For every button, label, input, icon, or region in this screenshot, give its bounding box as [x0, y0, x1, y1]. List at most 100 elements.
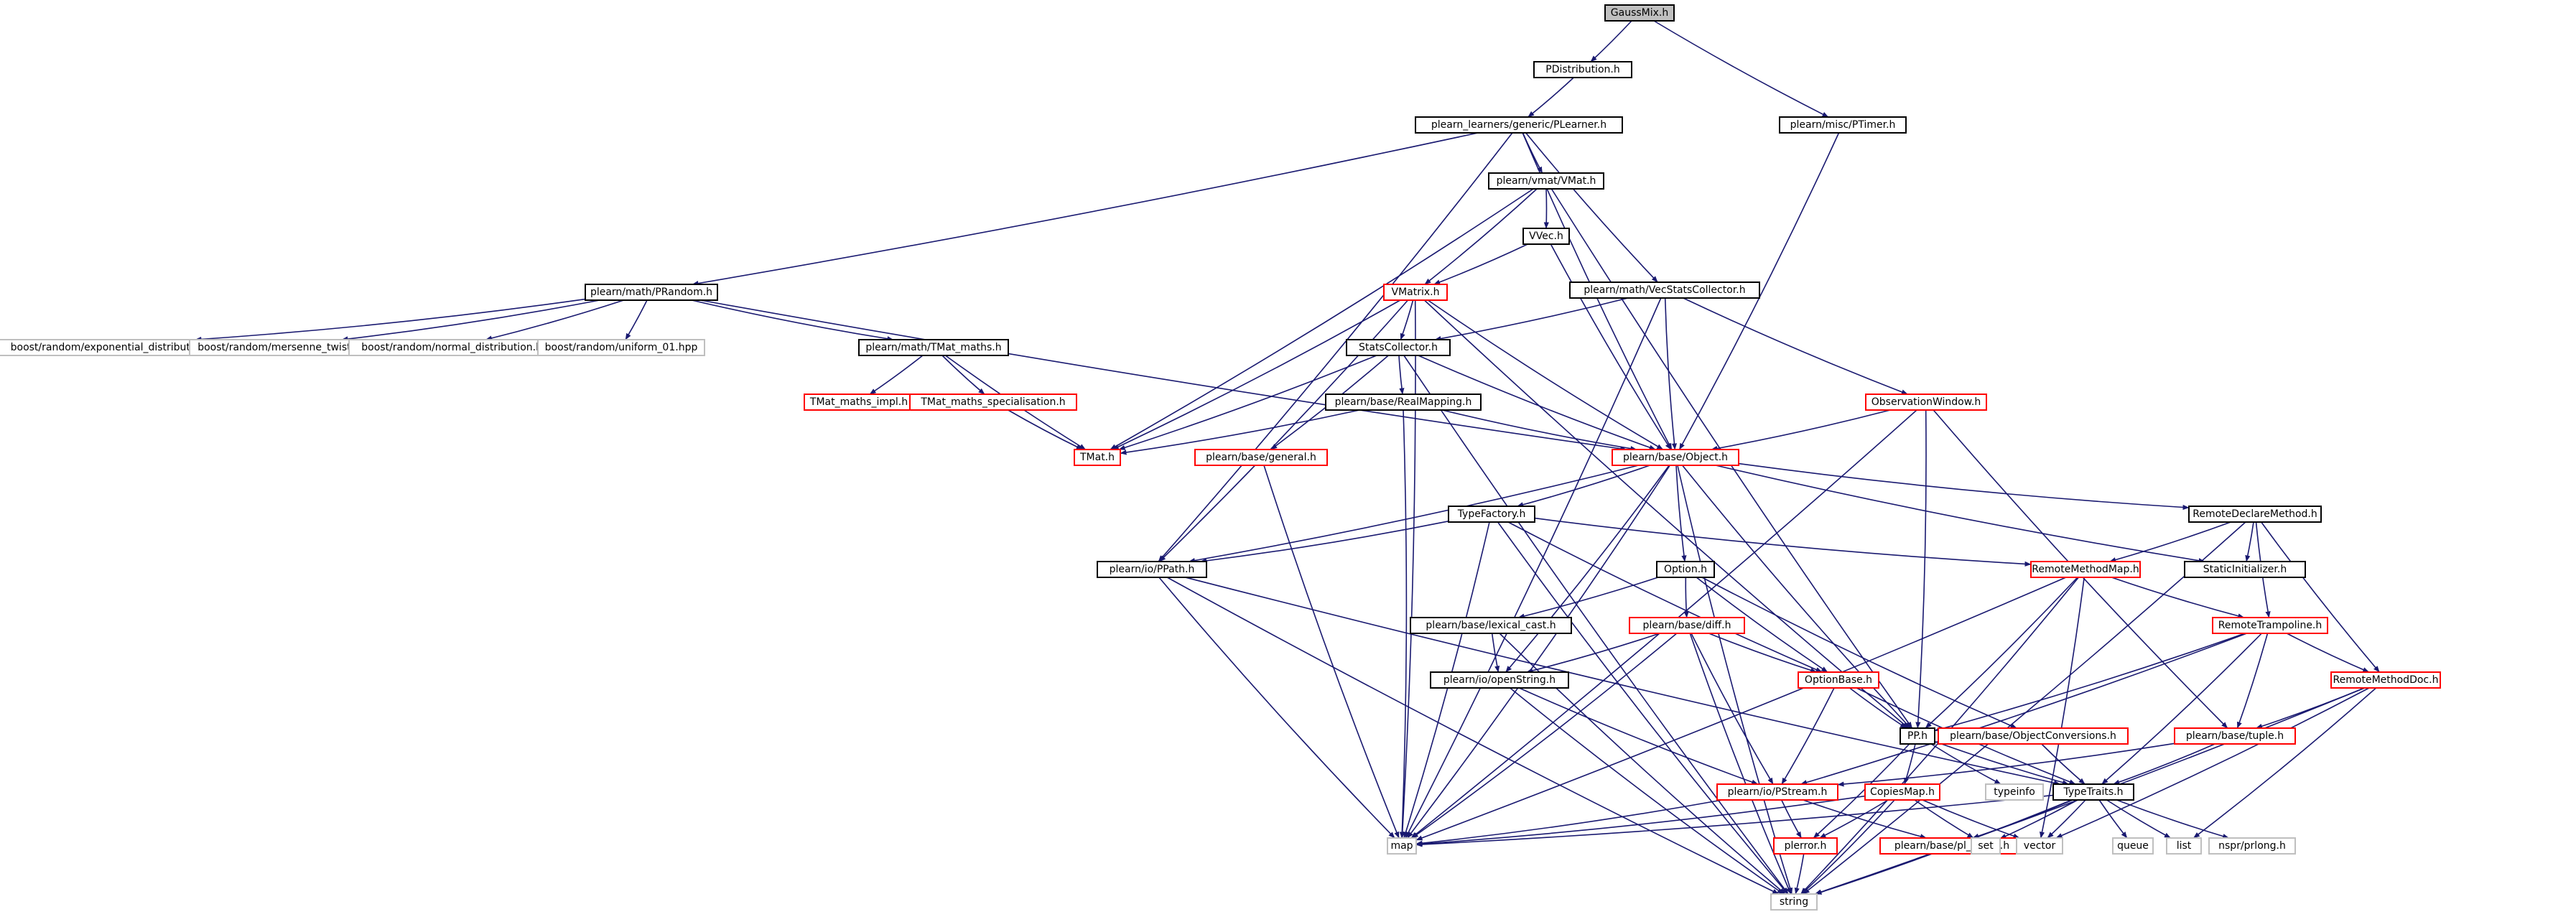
node-staticinitializer[interactable]: StaticInitializer.h: [2184, 561, 2306, 578]
node-openstring[interactable]: plearn/io/openString.h: [1430, 671, 1569, 689]
node-lexicalcast[interactable]: plearn/base/lexical_cast.h: [1410, 617, 1572, 634]
node-diff[interactable]: plearn/base/diff.h: [1629, 617, 1745, 634]
node-tuple[interactable]: plearn/base/tuple.h: [2174, 727, 2296, 745]
node-box-remotedeclaremethod: [2188, 506, 2322, 523]
edge-plerror-to-string: [1794, 853, 1805, 895]
node-optionbase[interactable]: OptionBase.h: [1798, 671, 1879, 689]
node-vector[interactable]: vector: [2016, 837, 2063, 855]
node-tmat[interactable]: TMat.h: [1074, 449, 1121, 466]
node-plerror[interactable]: plerror.h: [1773, 837, 1838, 855]
node-vecstatscollector[interactable]: plearn/math/VecStatsCollector.h: [1569, 281, 1760, 299]
edge-ppath-to-map: [1158, 577, 1395, 839]
edge-option-to-diff: [1683, 577, 1689, 618]
edge-openstring-to-pstream: [1518, 687, 1759, 785]
node-remotetrampoline[interactable]: RemoteTrampoline.h: [2212, 617, 2328, 634]
node-boost_mt[interactable]: boost/random/mersenne_twister.hpp: [189, 339, 391, 356]
edge-optionbase-to-pp: [1849, 687, 1907, 729]
node-box-prandom: [585, 284, 718, 301]
edge-objectconversions-to-typetraits: [2041, 743, 2086, 785]
node-box-plerror: [1773, 837, 1838, 855]
node-list[interactable]: list: [2166, 837, 2202, 855]
node-label-list: list: [2177, 840, 2192, 852]
node-label-string: string: [1780, 896, 1808, 908]
node-vvec[interactable]: VVec.h: [1522, 228, 1570, 245]
edge-pp-to-plerror: [1813, 743, 1910, 839]
edge-prandom-to-boost_mt: [341, 299, 600, 342]
node-box-object: [1612, 449, 1739, 466]
node-object[interactable]: plearn/base/Object.h: [1612, 449, 1739, 466]
node-label-option: Option.h: [1664, 564, 1707, 575]
node-boost_exp[interactable]: boost/random/exponential_distribution.hp…: [0, 339, 243, 356]
node-ptimer[interactable]: plearn/misc/PTimer.h: [1779, 116, 1907, 134]
edge-typefactory-to-remotemethodmap: [1534, 517, 2032, 567]
node-box-ptimer: [1779, 116, 1907, 134]
node-map[interactable]: map: [1387, 837, 1417, 855]
node-typeinfo[interactable]: typeinfo: [1985, 783, 2044, 801]
node-label-tuple: plearn/base/tuple.h: [2186, 730, 2284, 742]
node-statscollector[interactable]: StatsCollector.h: [1346, 339, 1451, 356]
node-set[interactable]: set: [1971, 837, 2001, 855]
node-box-pdistribution: [1533, 61, 1632, 78]
edge-pp-to-typetraits: [1934, 740, 2069, 786]
node-box-gaussmix: [1604, 4, 1675, 22]
node-ppath[interactable]: plearn/io/PPath.h: [1097, 561, 1207, 578]
node-box-string: [1770, 893, 1818, 911]
edge-plearner-to-vecstatscollector: [1525, 132, 1658, 283]
node-boost_uniform[interactable]: boost/random/uniform_01.hpp: [537, 339, 705, 356]
edge-typetraits-to-nsprlong: [2116, 799, 2230, 839]
node-tmatmathsspec[interactable]: TMat_maths_specialisation.h: [909, 394, 1077, 411]
node-typetraits[interactable]: TypeTraits.h: [2052, 783, 2134, 801]
edge-diff-to-map: [1411, 633, 1678, 839]
edge-pstream-to-map: [1415, 799, 1723, 846]
node-vmat[interactable]: plearn/vmat/VMat.h: [1488, 172, 1604, 190]
node-box-list: [2166, 837, 2202, 855]
node-typefactory[interactable]: TypeFactory.h: [1448, 506, 1535, 523]
node-observationwindow[interactable]: ObservationWindow.h: [1865, 394, 1987, 411]
node-pl_stdint[interactable]: plearn/base/pl_stdint.h: [1879, 837, 2024, 855]
node-label-boost_uniform: boost/random/uniform_01.hpp: [545, 342, 698, 353]
node-string[interactable]: string: [1770, 893, 1818, 911]
node-pstream[interactable]: plearn/io/PStream.h: [1716, 783, 1838, 801]
node-label-tmatmathsimpl: TMat_maths_impl.h: [809, 396, 908, 408]
edge-remotemethoddoc-to-vector: [2055, 687, 2370, 839]
node-gaussmix[interactable]: GaussMix.h: [1604, 4, 1675, 22]
node-option[interactable]: Option.h: [1656, 561, 1715, 578]
node-plearner[interactable]: plearn_learners/generic/PLearner.h: [1415, 116, 1623, 134]
node-box-nsprlong: [2208, 837, 2296, 855]
node-label-remotemethodmap: RemoteMethodMap.h: [2032, 564, 2139, 575]
node-prandom[interactable]: plearn/math/PRandom.h: [585, 284, 718, 301]
node-tmatmaths[interactable]: plearn/math/TMat_maths.h: [858, 339, 1009, 356]
node-pdistribution[interactable]: PDistribution.h: [1533, 61, 1632, 78]
edge-general-to-map: [1263, 465, 1400, 839]
edge-remotetrampoline-to-remotemethoddoc: [2286, 633, 2370, 673]
node-label-tmat: TMat.h: [1079, 452, 1115, 463]
node-label-pp: PP.h: [1907, 730, 1928, 742]
node-boost_normal[interactable]: boost/random/normal_distribution.hpp: [348, 339, 568, 356]
node-remotemethodmap[interactable]: RemoteMethodMap.h: [2030, 561, 2141, 578]
node-queue[interactable]: queue: [2112, 837, 2154, 855]
node-nsprlong[interactable]: nspr/prlong.h: [2208, 837, 2296, 855]
edge-tmatmaths-to-tmatmathsimpl: [869, 355, 924, 395]
node-remotemethoddoc[interactable]: RemoteMethodDoc.h: [2330, 671, 2441, 689]
edge-statscollector-to-string: [1403, 355, 1789, 895]
edge-vmatrix-to-object: [1427, 299, 1664, 450]
node-copiesmap[interactable]: CopiesMap.h: [1864, 783, 1940, 801]
edge-copiesmap-to-map: [1415, 795, 1866, 847]
node-box-diff: [1629, 617, 1745, 634]
node-pp[interactable]: PP.h: [1900, 727, 1935, 745]
node-objectconversions[interactable]: plearn/base/ObjectConversions.h: [1938, 727, 2129, 745]
node-remotedeclaremethod[interactable]: RemoteDeclareMethod.h: [2188, 506, 2322, 523]
node-vmatrix[interactable]: VMatrix.h: [1383, 284, 1448, 301]
edge-prandom-to-object: [700, 299, 1627, 452]
node-box-tmat: [1074, 449, 1121, 466]
edge-openstring-to-string: [1510, 687, 1784, 895]
edge-object-to-option: [1675, 465, 1687, 562]
node-box-general: [1194, 449, 1328, 466]
edge-statscollector-to-tmat: [1118, 355, 1377, 450]
node-label-tmatmathsspec: TMat_maths_specialisation.h: [920, 396, 1065, 408]
edge-ptimer-to-object: [1678, 132, 1840, 450]
node-label-objectconversions: plearn/base/ObjectConversions.h: [1950, 730, 2116, 742]
node-realmapping[interactable]: plearn/base/RealMapping.h: [1325, 394, 1482, 411]
node-general[interactable]: plearn/base/general.h: [1194, 449, 1328, 466]
node-tmatmathsimpl[interactable]: TMat_maths_impl.h: [804, 394, 914, 411]
